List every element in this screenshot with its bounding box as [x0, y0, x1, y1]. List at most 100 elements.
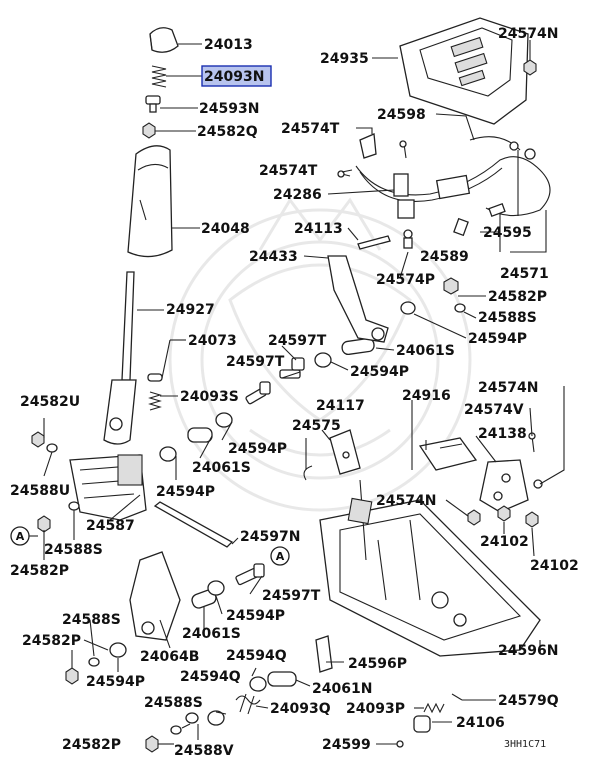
label-24927: 24927	[166, 302, 215, 318]
nut-24582P-right	[443, 277, 459, 295]
nut-24582Q	[142, 122, 156, 139]
washer-24594Q-a	[249, 676, 267, 692]
label-24597T-c: 24597T	[262, 588, 321, 604]
bolt-24597T-a	[279, 357, 305, 379]
label-24588S-a: 24588S	[478, 310, 537, 326]
washer-24588S-left	[68, 501, 80, 511]
label-24587: 24587	[86, 518, 135, 534]
pin-24073	[147, 373, 163, 382]
shift-knob-24048	[127, 145, 173, 258]
label-24916: 24916	[402, 388, 451, 404]
label-24594P-b: 24594P	[350, 364, 409, 380]
washer-24594P-c	[215, 412, 233, 428]
label-24582P-d: 24582P	[62, 737, 121, 753]
label-24571: 24571	[500, 266, 549, 282]
label-24433: 24433	[249, 249, 298, 265]
svg-text:A: A	[16, 530, 25, 543]
screw-24574T-b	[337, 170, 351, 178]
pin-24599	[396, 740, 404, 748]
clip-24574P	[403, 229, 413, 249]
lever-bracket-24587	[69, 454, 147, 521]
label-24596P: 24596P	[348, 656, 407, 672]
label-24102-b: 24102	[530, 558, 579, 574]
spring-24093N	[151, 65, 167, 88]
bracket-24596P	[315, 635, 333, 673]
nut-24582P-lower-left	[65, 667, 79, 685]
bushing-24061S-a	[341, 337, 375, 356]
label-24574N-low: 24574N	[376, 493, 436, 509]
label-24596N: 24596N	[498, 643, 558, 659]
label-24594P-f: 24594P	[86, 674, 145, 690]
label-24575: 24575	[292, 418, 341, 434]
washer-24588S-lower-left	[88, 657, 100, 667]
bolt-24113	[357, 235, 391, 250]
label-24013: 24013	[204, 37, 253, 53]
nut-24102-b	[525, 511, 539, 528]
bolt-24597T-c	[235, 563, 265, 586]
spring-24093S	[148, 391, 162, 411]
washer-24594P-d	[159, 446, 177, 462]
bushing-24061S-b	[187, 427, 213, 443]
bolt-24597T-b	[245, 381, 271, 405]
label-24093P: 24093P	[346, 701, 405, 717]
washer-24588U	[46, 443, 58, 453]
label-24582U: 24582U	[20, 394, 80, 410]
wiring-harness-24286	[355, 136, 551, 237]
label-24574N-mid: 24574N	[478, 380, 538, 396]
screw-24574N-top	[523, 59, 537, 76]
washer-24594P-b	[314, 352, 332, 368]
label-24117: 24117	[316, 398, 365, 414]
screw-24574N-low	[467, 509, 481, 526]
bracket-24574T	[359, 133, 377, 159]
label-24597T-a: 24597T	[268, 333, 327, 349]
label-24574V: 24574V	[464, 402, 524, 418]
shift-lever-24927	[103, 271, 137, 445]
leader-lines	[29, 40, 565, 745]
screw-24574N-mid	[533, 479, 543, 489]
label-24594P-a: 24594P	[468, 331, 527, 347]
indicator-panel-24935	[399, 17, 529, 125]
washer-24594P-e	[207, 580, 225, 596]
diagram-reference-code: 3HH1C71	[504, 739, 546, 750]
label-24113: 24113	[294, 221, 343, 237]
label-24582P-c: 24582P	[22, 633, 81, 649]
label-24598: 24598	[377, 107, 426, 123]
label-24582Q: 24582Q	[197, 124, 258, 140]
nut-24582P-bottom	[145, 735, 159, 753]
cover-24916	[418, 437, 478, 471]
part-labels: 24013 24093N 24593N 24582Q 24935 24574N …	[10, 26, 579, 759]
label-24064B: 24064B	[140, 649, 199, 665]
clip-24575	[303, 465, 313, 481]
bracket-24138	[479, 459, 529, 513]
label-24582P-a: 24582P	[488, 289, 547, 305]
label-24574T-b: 24574T	[259, 163, 318, 179]
label-24061S-c: 24061S	[182, 626, 241, 642]
label-24582P-b: 24582P	[10, 563, 69, 579]
label-24597T-b: 24597T	[226, 354, 285, 370]
base-bracket-24596N	[319, 479, 541, 657]
washer-24594P-f	[109, 642, 127, 658]
label-24061S-a: 24061S	[396, 343, 455, 359]
label-24594P-c: 24594P	[228, 441, 287, 457]
highlight-box-24093N	[201, 65, 272, 87]
label-24073: 24073	[188, 333, 237, 349]
label-24589: 24589	[420, 249, 469, 265]
label-24574N-top: 24574N	[498, 26, 558, 42]
washer-24588S-bottom	[170, 725, 182, 735]
plate-24117	[329, 429, 361, 475]
pin-24579Q	[451, 693, 463, 701]
label-24093N: 24093N	[204, 69, 264, 85]
watermark-emblem	[168, 197, 472, 512]
svg-text:A: A	[276, 550, 285, 563]
pin-24593N	[145, 95, 161, 113]
detent-lever-24433	[327, 255, 389, 343]
label-24574P: 24574P	[376, 272, 435, 288]
nut-24582U	[31, 431, 45, 448]
shift-button-cap-24013	[149, 27, 179, 53]
label-24588U: 24588U	[10, 483, 70, 499]
washer-24588V	[185, 712, 199, 724]
washer-24594P-a	[400, 301, 416, 315]
label-24061N: 24061N	[312, 681, 372, 697]
